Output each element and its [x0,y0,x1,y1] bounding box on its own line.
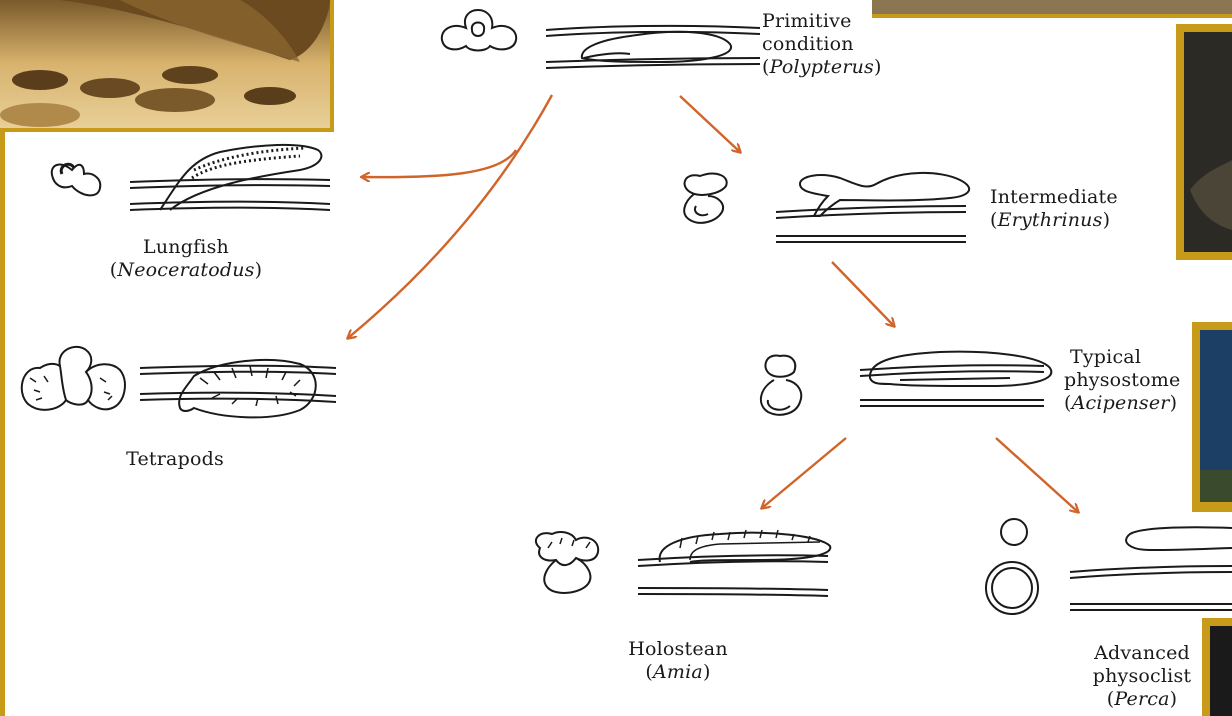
swim-bladder-polypterus-icon [442,10,760,68]
swim-bladder-amia-icon [536,530,830,596]
swim-bladder-erythrinus-icon [684,173,969,242]
label-amia: Holostean (Amia) [598,638,758,684]
label-amia-species: Amia [653,661,703,683]
photo-bottom-right-icon [1202,618,1232,716]
swim-bladder-perca-icon [986,519,1232,614]
label-tetrapods: Tetrapods [100,448,250,471]
label-erythrinus-line1: Intermediate [990,186,1118,209]
label-erythrinus-species: Erythrinus [998,209,1103,231]
label-tetrapods-line1: Tetrapods [100,448,250,471]
arrow-polypterus-to-erythrinus [680,96,740,152]
photo-lungfish-icon [0,0,334,132]
arrow-acipenser-to-perca [996,438,1078,512]
label-acipenser-line1: Typical [1064,346,1180,369]
label-lungfish: Lungfish (Neoceratodus) [96,236,276,282]
label-polypterus-species: Polypterus [770,56,874,78]
label-amia-line1: Holostean [598,638,758,661]
label-perca-species: Perca [1114,688,1169,710]
arrow-acipenser-to-amia [762,438,846,508]
label-polypterus-line2: condition [762,33,882,56]
photo-dark-fish-icon [1176,24,1232,260]
label-perca-line2: physoclist [1082,665,1202,688]
label-perca-line1: Advanced [1082,642,1202,665]
swim-bladder-neoceratodus-icon [52,145,330,210]
label-acipenser-species: Acipenser [1072,392,1170,414]
arrow-polypterus-to-lungfish [362,150,516,177]
label-polypterus: Primitive condition (Polypterus) [762,10,882,79]
label-lungfish-species: Neoceratodus [117,259,254,281]
arrow-polypterus-to-tetrapods [348,95,552,338]
label-polypterus-line1: Primitive [762,10,882,33]
label-erythrinus: Intermediate (Erythrinus) [990,186,1118,232]
arrow-erythrinus-to-acipenser [832,262,894,326]
swim-bladder-tetrapod-icon [22,347,336,418]
label-acipenser-line2: physostome [1064,369,1180,392]
label-perca: Advanced physoclist (Perca) [1082,642,1202,711]
photo-top-right-strip-icon [872,0,1232,18]
label-acipenser: Typical physostome (Acipenser) [1064,346,1180,415]
swim-bladder-acipenser-icon [761,352,1051,415]
photo-blue-fish-icon [1192,322,1232,512]
label-lungfish-line1: Lungfish [96,236,276,259]
